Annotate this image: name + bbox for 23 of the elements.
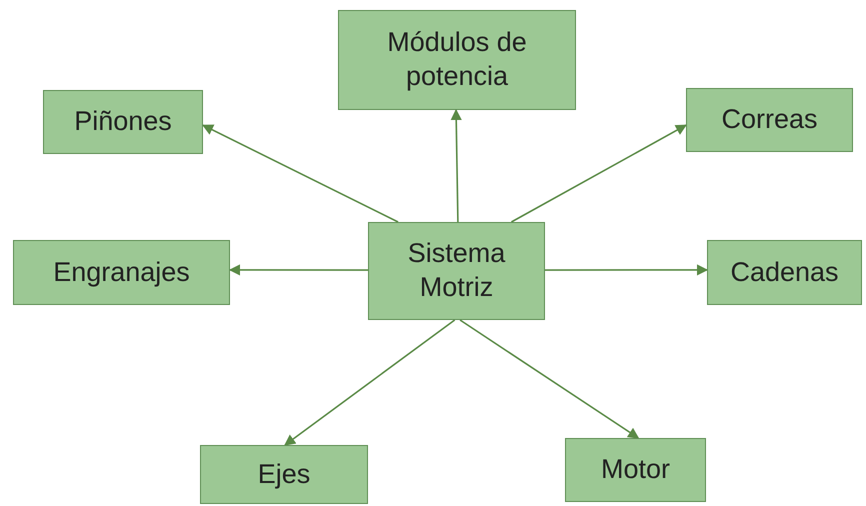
node-label: Motor — [600, 453, 672, 486]
node-label: Módulos de potencia — [386, 26, 528, 93]
process-box — [368, 222, 545, 320]
node-label: Correas — [720, 103, 819, 136]
process-box — [200, 445, 368, 504]
arrow — [202, 124, 398, 223]
node-label: Engranajes — [52, 256, 191, 289]
arrow — [450, 108, 462, 222]
process-box — [707, 240, 862, 305]
process-box — [338, 10, 576, 110]
node-label: Ejes — [256, 458, 312, 491]
arrow — [284, 319, 456, 446]
node-label: Cadenas — [729, 256, 840, 289]
process-box — [686, 88, 853, 152]
arrow — [510, 124, 687, 223]
arrow — [545, 264, 708, 276]
arrow — [228, 264, 368, 276]
process-box — [565, 438, 706, 502]
node-label: Sistema Motriz — [406, 237, 506, 304]
arrow — [460, 319, 640, 439]
process-box — [13, 240, 230, 305]
node-label: Piñones — [73, 105, 173, 138]
process-box — [43, 90, 203, 154]
